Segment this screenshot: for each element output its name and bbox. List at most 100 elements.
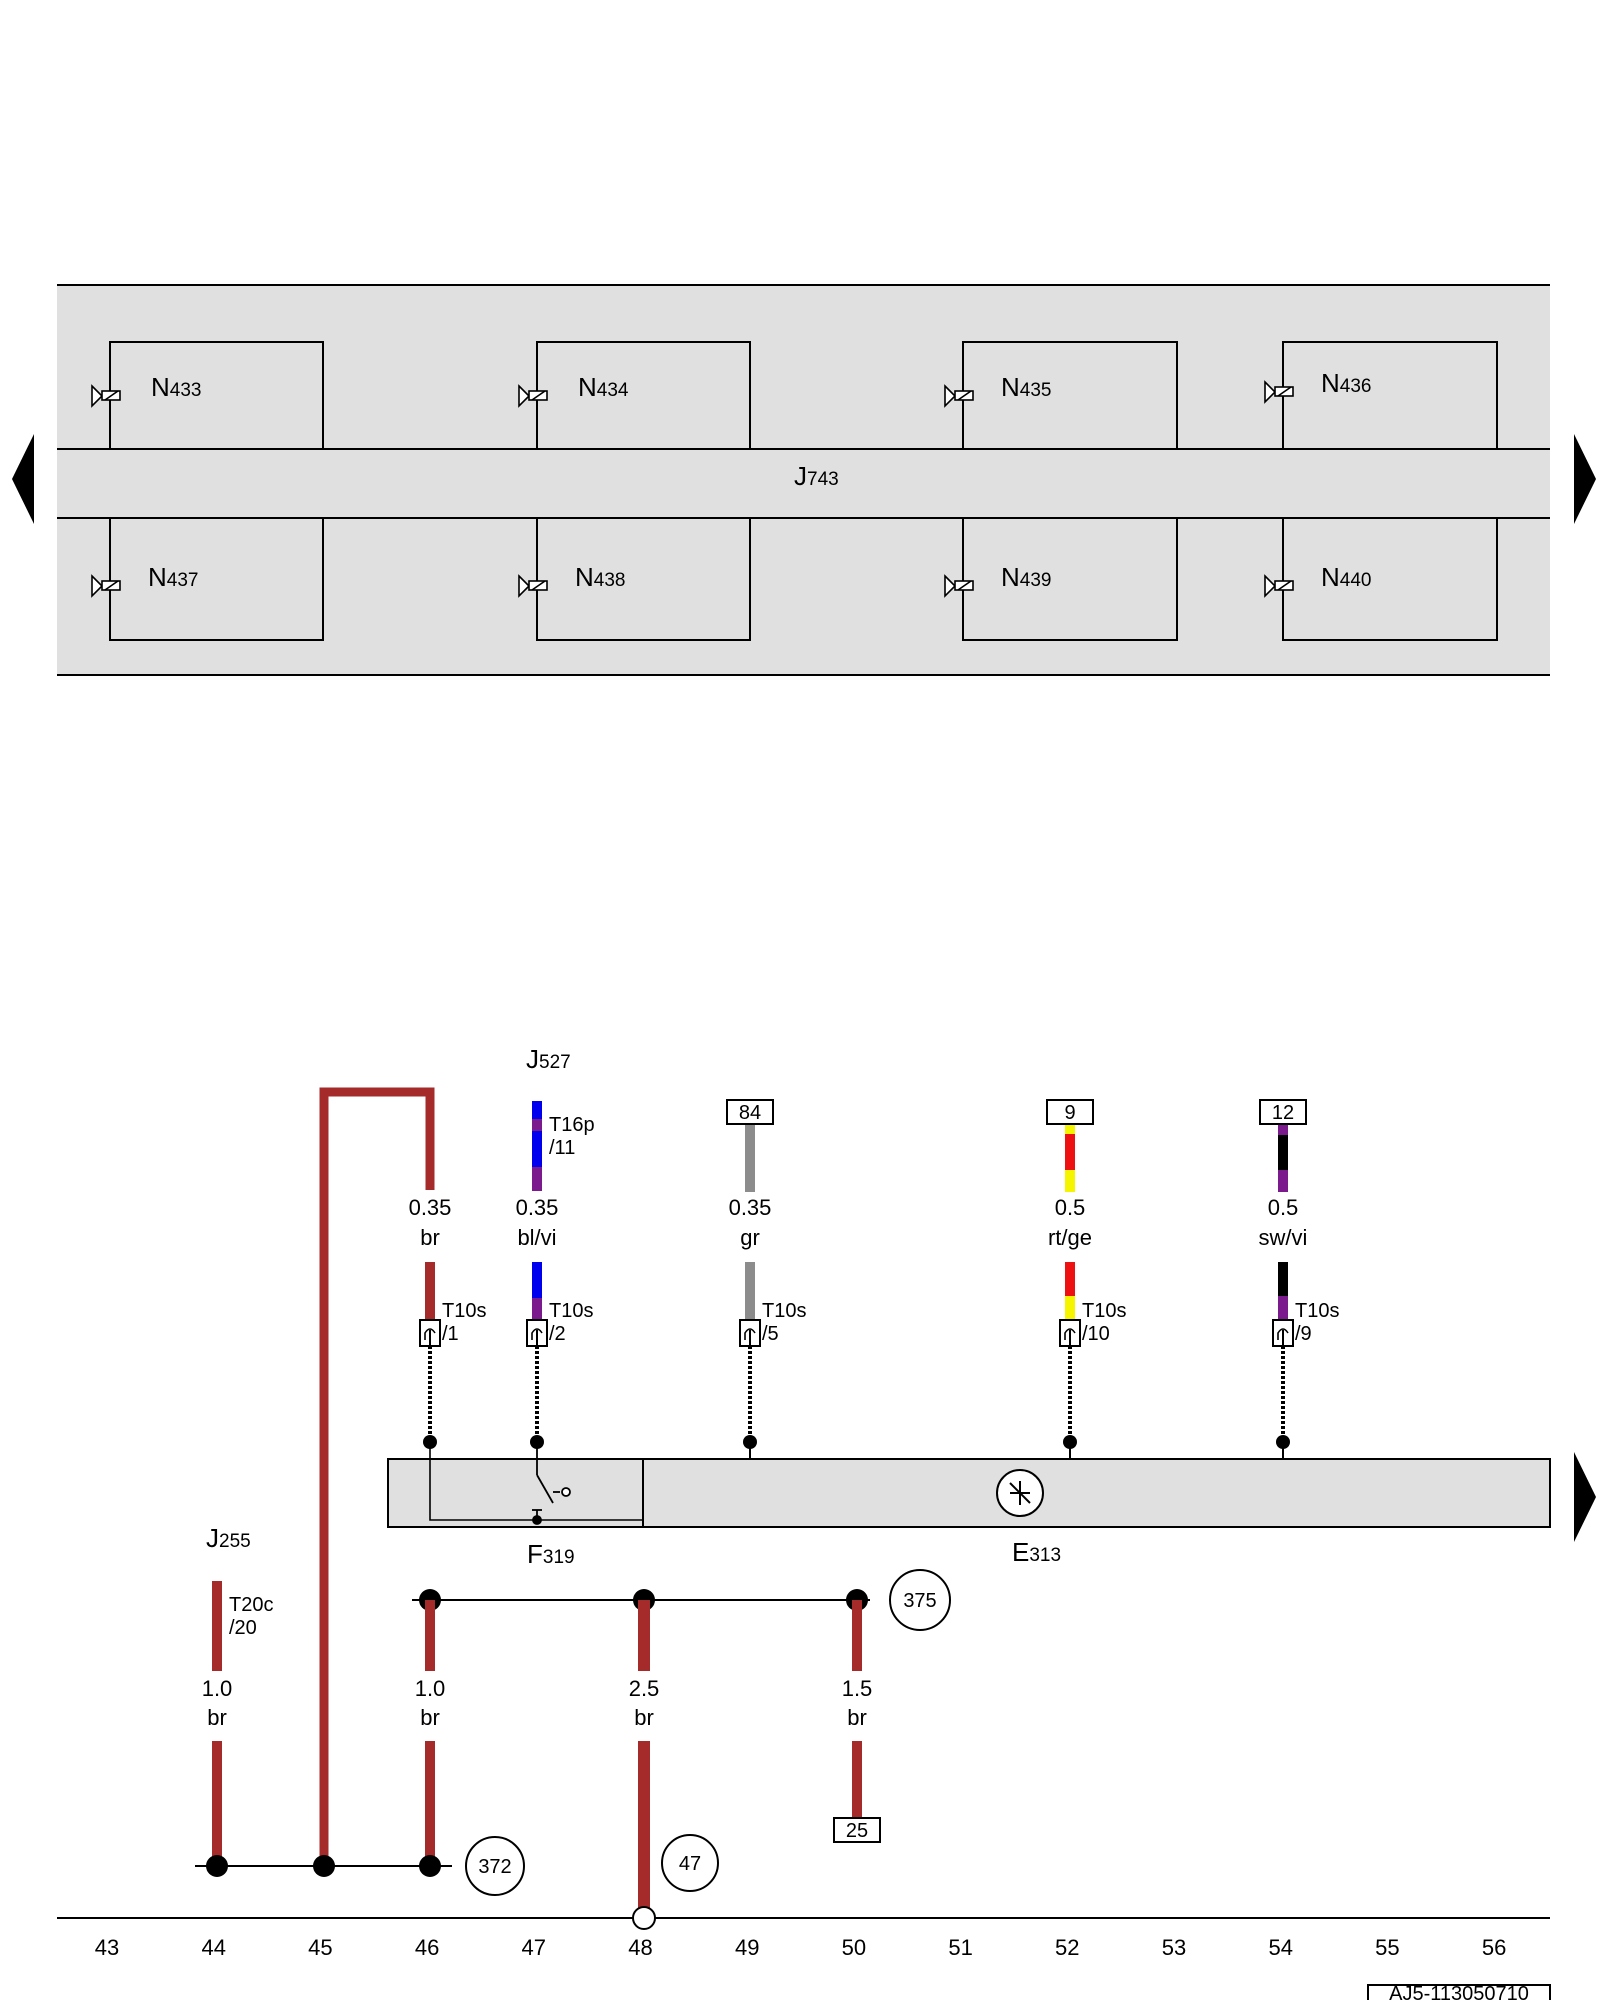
wire-49-upper-size: 0.35 <box>729 1195 772 1220</box>
wire-46-upper-color: br <box>420 1225 440 1250</box>
svg-text:9: 9 <box>1064 1102 1075 1124</box>
wire-50-lower <box>852 1600 862 1818</box>
wire-46-lower <box>425 1600 435 1866</box>
valve-n433: N433 <box>91 341 324 449</box>
switch-f319-icon <box>532 1442 571 1525</box>
track-number: 53 <box>1162 1935 1186 1960</box>
solenoid-valve-icon <box>944 574 974 598</box>
wire-48-size: 2.5 <box>629 1676 660 1701</box>
svg-text:/1: /1 <box>442 1323 459 1345</box>
svg-text:AJ5-113050710: AJ5-113050710 <box>1389 1983 1529 2000</box>
track-number: 54 <box>1268 1935 1292 1960</box>
svg-text:N434: N434 <box>578 372 629 402</box>
valve-n439: N439 <box>944 518 1178 641</box>
connector-t10s-9: T10s /9 <box>1272 1300 1339 1347</box>
component-e313-label: E313 <box>1012 1537 1061 1567</box>
ground-point-375: 375 <box>889 1569 951 1631</box>
solenoid-valve-icon <box>944 384 974 408</box>
ground-rail-372 <box>195 1855 452 1877</box>
wire-49-upper-color: gr <box>740 1225 760 1250</box>
wire-52-upper <box>1065 1124 1075 1324</box>
shielded-lines <box>428 1346 1285 1442</box>
solenoid-valve-icon <box>518 384 548 408</box>
valve-n434: N434 <box>518 341 751 449</box>
wire-44-lower <box>212 1581 222 1866</box>
svg-text:375: 375 <box>903 1590 936 1612</box>
drawing-id-box: AJ5-113050710 <box>1367 1983 1551 2000</box>
svg-text:47: 47 <box>679 1853 701 1875</box>
track-number: 48 <box>628 1935 652 1960</box>
wire-54-upper <box>1278 1124 1288 1324</box>
wire-50-size: 1.5 <box>842 1676 873 1701</box>
ground-point-47: 47 <box>661 1834 719 1892</box>
svg-text:N438: N438 <box>575 562 625 592</box>
arrow-right-icon[interactable] <box>1574 434 1596 524</box>
wire-46-lower-size: 1.0 <box>415 1676 446 1701</box>
wire-47-upper-size: 0.35 <box>516 1195 559 1220</box>
reference-box-9: 9 <box>1046 1099 1094 1125</box>
component-j527-label: J527 <box>526 1044 571 1074</box>
module-entry-dots <box>423 1435 1290 1449</box>
svg-text:N439: N439 <box>1001 562 1051 592</box>
arrow-right-lower-icon[interactable] <box>1574 1452 1596 1542</box>
connector-t20c-pin: /20 <box>229 1617 257 1639</box>
track-number: 49 <box>735 1935 759 1960</box>
arrow-left-icon[interactable] <box>12 434 34 524</box>
solenoid-valve-icon <box>91 574 121 598</box>
wire-loop-45-46 <box>319 1087 435 1866</box>
wire-52-upper-color: rt/ge <box>1048 1225 1092 1250</box>
ground-connection-48 <box>632 1906 656 1930</box>
track-number: 52 <box>1055 1935 1079 1960</box>
svg-text:/9: /9 <box>1295 1323 1312 1345</box>
connector-t20c-label: T20c <box>229 1594 273 1616</box>
track-number: 56 <box>1482 1935 1506 1960</box>
connector-t10s-10: T10s /10 <box>1059 1300 1126 1347</box>
connector-t10s-5: T10s /5 <box>739 1300 806 1347</box>
wire-48-color: br <box>634 1705 654 1730</box>
wire-52-upper-size: 0.5 <box>1055 1195 1086 1220</box>
wire-44-color: br <box>207 1705 227 1730</box>
track-number: 46 <box>415 1935 439 1960</box>
connector-t16p-pin: /11 <box>549 1137 575 1159</box>
selector-module <box>387 1442 1551 1528</box>
wire-48-lower <box>638 1600 650 1918</box>
svg-text:12: 12 <box>1272 1102 1294 1124</box>
svg-text:N440: N440 <box>1321 562 1371 592</box>
svg-text:/10: /10 <box>1082 1323 1110 1345</box>
track-number: 45 <box>308 1935 332 1960</box>
svg-text:N433: N433 <box>151 372 201 402</box>
track-number: 55 <box>1375 1935 1399 1960</box>
wire-49-upper <box>745 1124 755 1324</box>
module-j743-label: J743 <box>794 461 839 491</box>
wire-44-size: 1.0 <box>202 1676 233 1701</box>
wire-54-upper-size: 0.5 <box>1268 1195 1299 1220</box>
svg-text:N436: N436 <box>1321 368 1371 398</box>
wire-50-color: br <box>847 1705 867 1730</box>
valve-n438: N438 <box>518 518 751 641</box>
track-number: 51 <box>948 1935 972 1960</box>
svg-text:/2: /2 <box>549 1323 566 1345</box>
valve-body-panel <box>57 284 1550 676</box>
valve-n437: N437 <box>91 518 324 641</box>
component-j255-label: J255 <box>206 1523 251 1553</box>
track-number: 43 <box>95 1935 119 1960</box>
valve-n440: N440 <box>1264 518 1498 641</box>
wire-54-upper-color: sw/vi <box>1259 1225 1308 1250</box>
selector-lever-e313-icon <box>996 1469 1044 1517</box>
solenoid-valve-icon <box>1264 380 1294 404</box>
connector-t10s-2: T10s /2 <box>526 1300 593 1347</box>
wire-47-upper-color: bl/vi <box>517 1225 556 1250</box>
svg-text:/5: /5 <box>762 1323 779 1345</box>
svg-text:T10s: T10s <box>1295 1300 1339 1322</box>
reference-box-25: 25 <box>833 1817 881 1843</box>
svg-text:T10s: T10s <box>762 1300 806 1322</box>
svg-text:25: 25 <box>846 1820 868 1842</box>
svg-text:T10s: T10s <box>442 1300 486 1322</box>
svg-text:N437: N437 <box>148 562 198 592</box>
reference-box-84: 84 <box>726 1099 774 1125</box>
track-number: 47 <box>522 1935 546 1960</box>
reference-box-12: 12 <box>1259 1099 1307 1125</box>
wire-46-lower-color: br <box>420 1705 440 1730</box>
connector-t10s-1: T10s /1 <box>419 1300 486 1347</box>
